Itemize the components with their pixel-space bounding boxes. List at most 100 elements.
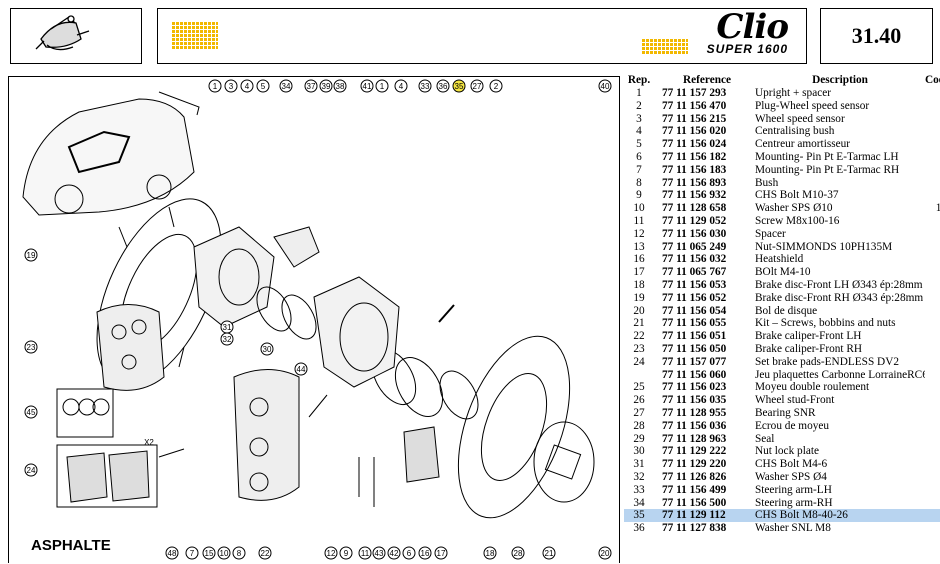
cell-description: Brake caliper-Front LH xyxy=(755,330,862,343)
svg-text:30: 30 xyxy=(263,345,272,354)
header-icon-box xyxy=(10,8,142,64)
svg-text:1: 1 xyxy=(213,82,218,91)
cell-description: Set brake pads-ENDLESS DV2 xyxy=(755,355,900,368)
cell-description: Screw M8x100-16 xyxy=(755,214,840,227)
cell-description: Spacer xyxy=(755,227,786,240)
cell-coef: 2 xyxy=(925,317,940,330)
cell-rep: 18 xyxy=(633,278,645,291)
svg-text:48: 48 xyxy=(168,549,177,558)
cell-coef: 8 xyxy=(925,394,940,407)
cell-rep: 11 xyxy=(633,214,645,227)
cell-rep: 31 xyxy=(633,458,645,471)
svg-text:36: 36 xyxy=(439,82,448,91)
cell-reference: 77 11 129 220 xyxy=(662,458,727,471)
cell-rep: 24 xyxy=(633,355,645,368)
col-rep: Rep. xyxy=(627,73,651,86)
cell-rep: 1 xyxy=(636,87,642,99)
cell-rep: 16 xyxy=(633,253,645,266)
table-row[interactable]: 877 11 156 893Bush4 xyxy=(624,177,940,190)
svg-text:33: 33 xyxy=(421,82,430,91)
cell-description: Jeu plaquettes Carbonne LorraineRC6 xyxy=(755,368,925,381)
col-description: Description xyxy=(812,73,868,86)
svg-text:15: 15 xyxy=(205,549,214,558)
cell-coef: 1 xyxy=(925,356,940,369)
cell-coef: 2 xyxy=(925,87,940,100)
cell-rep: 2 xyxy=(636,99,642,112)
col-reference: Reference xyxy=(682,73,732,86)
svg-text:18: 18 xyxy=(486,549,495,558)
cell-description: Nut-SIMMONDS 10PH135M xyxy=(755,240,893,253)
diagram-drawing: 1 3 4 5 34 37 39 38 41 1 4 33 36 35 27 2… xyxy=(22,79,612,560)
svg-text:7: 7 xyxy=(190,549,195,558)
parts-table: Rep. Reference Description Coef 177 11 1… xyxy=(624,73,940,535)
cell-rep: 6 xyxy=(636,150,642,163)
cell-coef: 6 xyxy=(925,522,940,535)
cell-rep: 4 xyxy=(636,125,642,138)
cell-reference: 77 11 129 052 xyxy=(662,214,727,227)
svg-text:27: 27 xyxy=(473,82,482,91)
cell-coef: 4 xyxy=(925,241,940,254)
cell-rep: 21 xyxy=(633,317,645,330)
cell-reference: 77 11 156 023 xyxy=(662,381,727,394)
cell-coef: 1 xyxy=(925,279,940,292)
cell-reference: 77 11 126 826 xyxy=(662,470,727,483)
svg-text:9: 9 xyxy=(344,549,349,558)
cell-reference: 77 11 156 032 xyxy=(662,253,727,266)
svg-text:12: 12 xyxy=(327,549,336,558)
callout-row-bottom: 48 7 15 10 8 22 12 9 11 43 42 6 16 17 18… xyxy=(144,438,612,560)
cell-reference: 77 11 156 500 xyxy=(662,496,727,509)
cell-description: Brake disc-Front LH Ø343 ép:28mm xyxy=(755,278,923,291)
svg-text:2: 2 xyxy=(494,82,499,91)
cell-coef: 1 xyxy=(925,497,940,510)
cell-reference: 77 11 156 036 xyxy=(662,419,727,432)
cell-reference: 77 11 156 054 xyxy=(662,304,727,317)
cell-description: Nut lock plate xyxy=(755,445,819,458)
cell-reference: 77 11 129 112 xyxy=(654,509,752,523)
cell-coef: 4 xyxy=(925,458,940,471)
cell-description: Steering arm-RH xyxy=(755,496,833,509)
cell-coef: 4 xyxy=(925,100,940,113)
cell-rep: 29 xyxy=(633,432,645,445)
cell-rep: 20 xyxy=(633,304,645,317)
cell-coef: 10 xyxy=(935,202,940,215)
yellow-grid-logo xyxy=(172,22,218,50)
cell-reference: 77 11 128 658 xyxy=(662,202,727,215)
cell-reference: 77 11 065 767 xyxy=(662,266,727,279)
cell-coef: 2 xyxy=(925,381,940,394)
svg-text:35: 35 xyxy=(455,82,464,91)
